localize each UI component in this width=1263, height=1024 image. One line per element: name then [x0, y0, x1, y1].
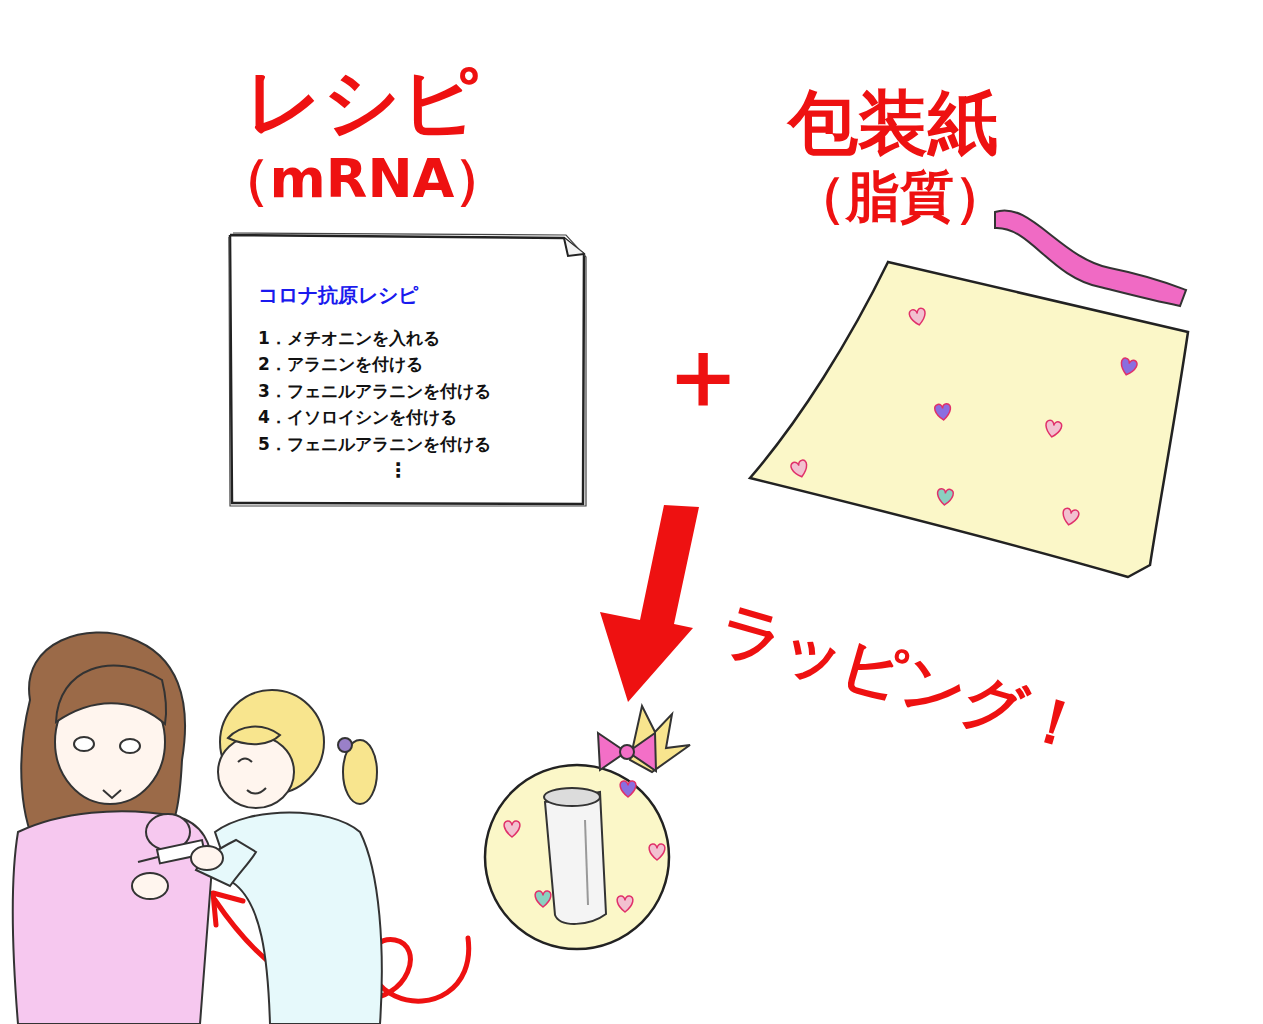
paper-subheading: （脂質）: [700, 170, 1100, 224]
recipe-step: 5．フェニルアラニンを付ける: [258, 431, 566, 458]
recipe-step: 2．アラニンを付ける: [258, 351, 566, 378]
wrapping-paper: 包装紙（脂質）: [748, 258, 1193, 580]
plus-sign: ＋: [655, 326, 751, 422]
recipe-step: 3．フェニルアラニンを付ける: [258, 378, 566, 405]
recipe-step: 1．メチオニンを入れる: [258, 325, 566, 352]
down-arrow: [600, 505, 699, 702]
ellipsis: ⋮: [258, 457, 566, 484]
wrapping-label: ラッピング！: [713, 597, 1092, 761]
heart-pattern: [937, 488, 954, 505]
heart-pattern: [790, 459, 809, 479]
heart-pattern: [1044, 420, 1062, 439]
card-border-sketch: [229, 233, 586, 506]
wrapped-candy: [485, 706, 690, 949]
nurse: [138, 690, 382, 1024]
patient-girl: [13, 632, 212, 1024]
heart-pattern: [934, 403, 951, 420]
card-body: [748, 258, 1193, 324]
recipe-card: レシピ（mRNA）コロナ抗原レシピ1．メチオニンを入れる2．アラニンを付ける3．…: [228, 232, 586, 506]
card-border: [230, 235, 584, 504]
recipe-subheading: （mRNA）: [212, 152, 512, 206]
recipe-heading: レシピ: [212, 64, 512, 140]
heart-pattern: [1119, 357, 1138, 377]
card-body: コロナ抗原レシピ 1．メチオニンを入れる2．アラニンを付ける3．フェニルアラニンを…: [228, 232, 586, 500]
recipe-title: コロナ抗原レシピ: [258, 282, 566, 309]
paper-heading: 包装紙: [693, 88, 1093, 158]
recipe-step: 4．イソロイシンを付ける: [258, 404, 566, 431]
heart-pattern: [1061, 508, 1080, 527]
folded-corner: [564, 238, 584, 256]
paper-sheet: [750, 262, 1188, 577]
ribbon: [995, 210, 1186, 306]
heart-pattern: [909, 308, 927, 327]
wrapping-paper-shape: [748, 258, 1197, 584]
